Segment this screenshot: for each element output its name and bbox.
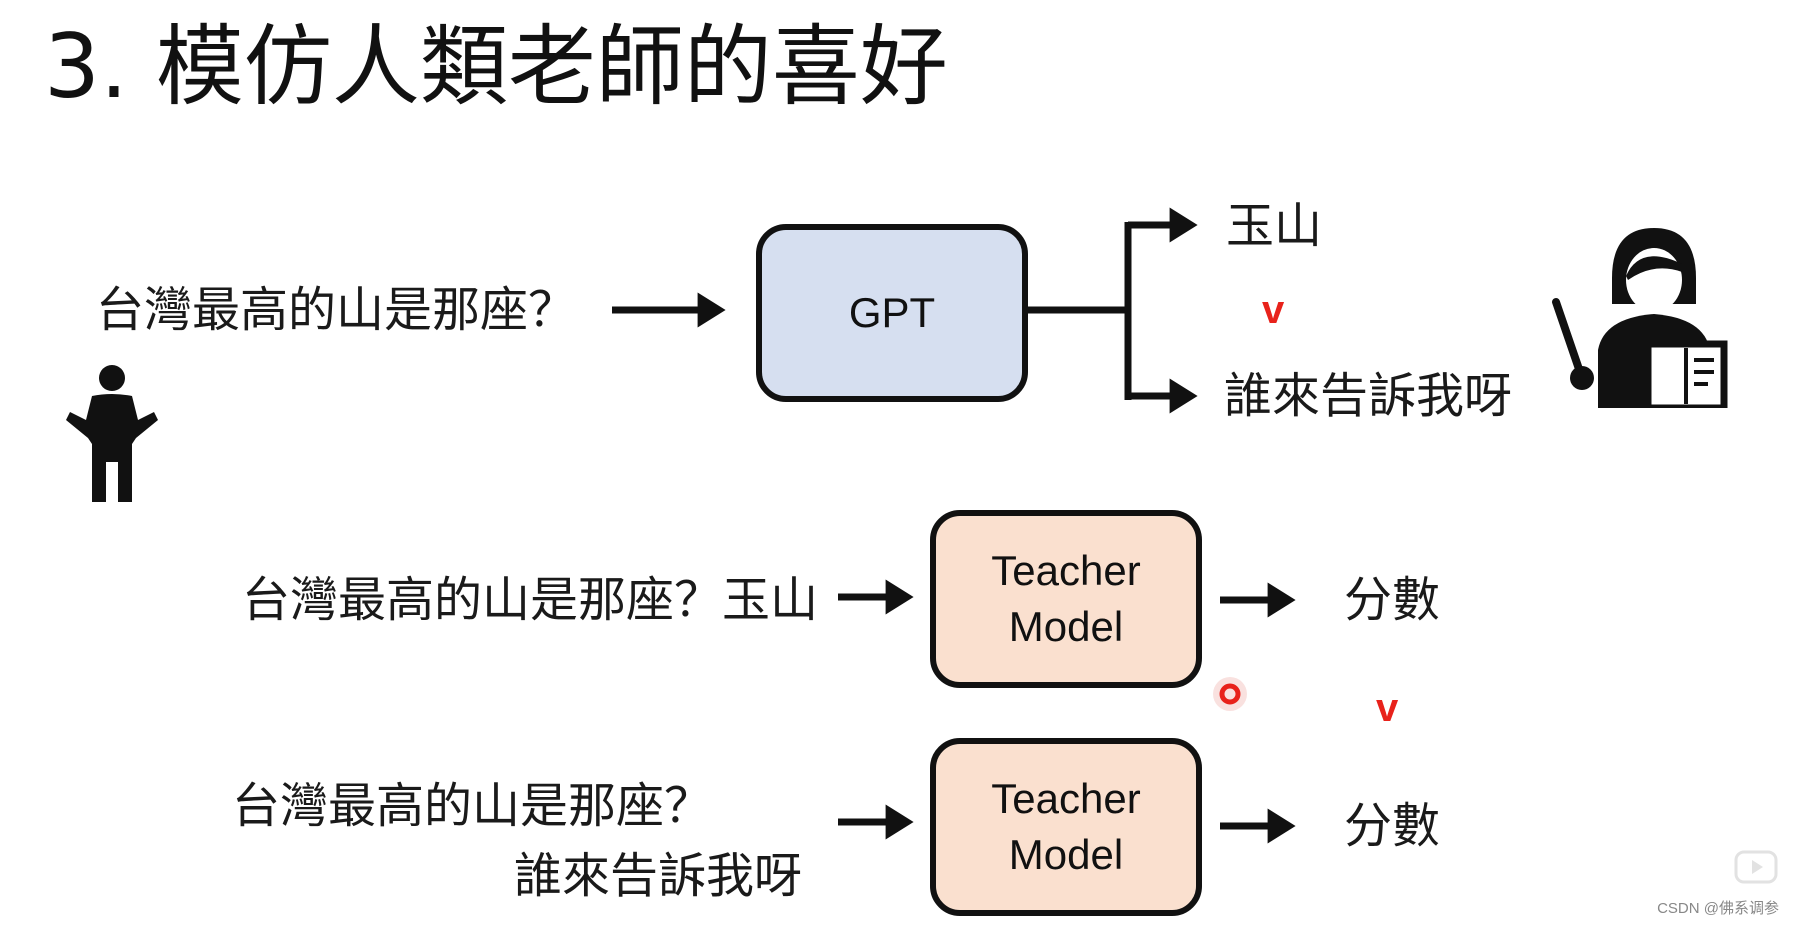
- teacher-with-book-icon: [1552, 228, 1728, 408]
- score-1: 分數: [1344, 572, 1441, 628]
- cursor-dot-icon: [1213, 677, 1247, 711]
- middle-input: 台灣最高的山是那座？玉山: [242, 572, 819, 628]
- gpt-box: GPT: [756, 224, 1028, 402]
- video-play-icon[interactable]: [1732, 846, 1780, 886]
- teacher-model-1-line2: Model: [1008, 603, 1124, 650]
- teacher-model-2-line2: Model: [1008, 831, 1124, 878]
- bottom-input-line2: 誰來告訴我呀: [514, 848, 803, 904]
- bottom-input-line1: 台灣最高的山是那座？: [232, 778, 713, 834]
- slide-title: 3. 模仿人類老師的喜好: [44, 15, 948, 118]
- teacher-model-box-2: Teacher Model: [930, 738, 1202, 916]
- top-question: 台灣最高的山是那座？: [96, 282, 577, 338]
- preference-mark-top: v: [1262, 288, 1285, 332]
- score-2: 分數: [1344, 798, 1441, 854]
- watermark: CSDN @佛系调参: [1657, 900, 1779, 917]
- teacher-model-1-line1: Teacher: [991, 547, 1141, 594]
- teacher-model-box-1: Teacher Model: [930, 510, 1202, 688]
- compare-mark: v: [1376, 686, 1399, 730]
- person-shrug-icon: [66, 365, 158, 502]
- gpt-label: GPT: [848, 289, 936, 336]
- answer-good: 玉山: [1226, 198, 1323, 254]
- teacher-model-2-line1: Teacher: [991, 775, 1141, 822]
- answer-bad: 誰來告訴我呀: [1224, 368, 1513, 424]
